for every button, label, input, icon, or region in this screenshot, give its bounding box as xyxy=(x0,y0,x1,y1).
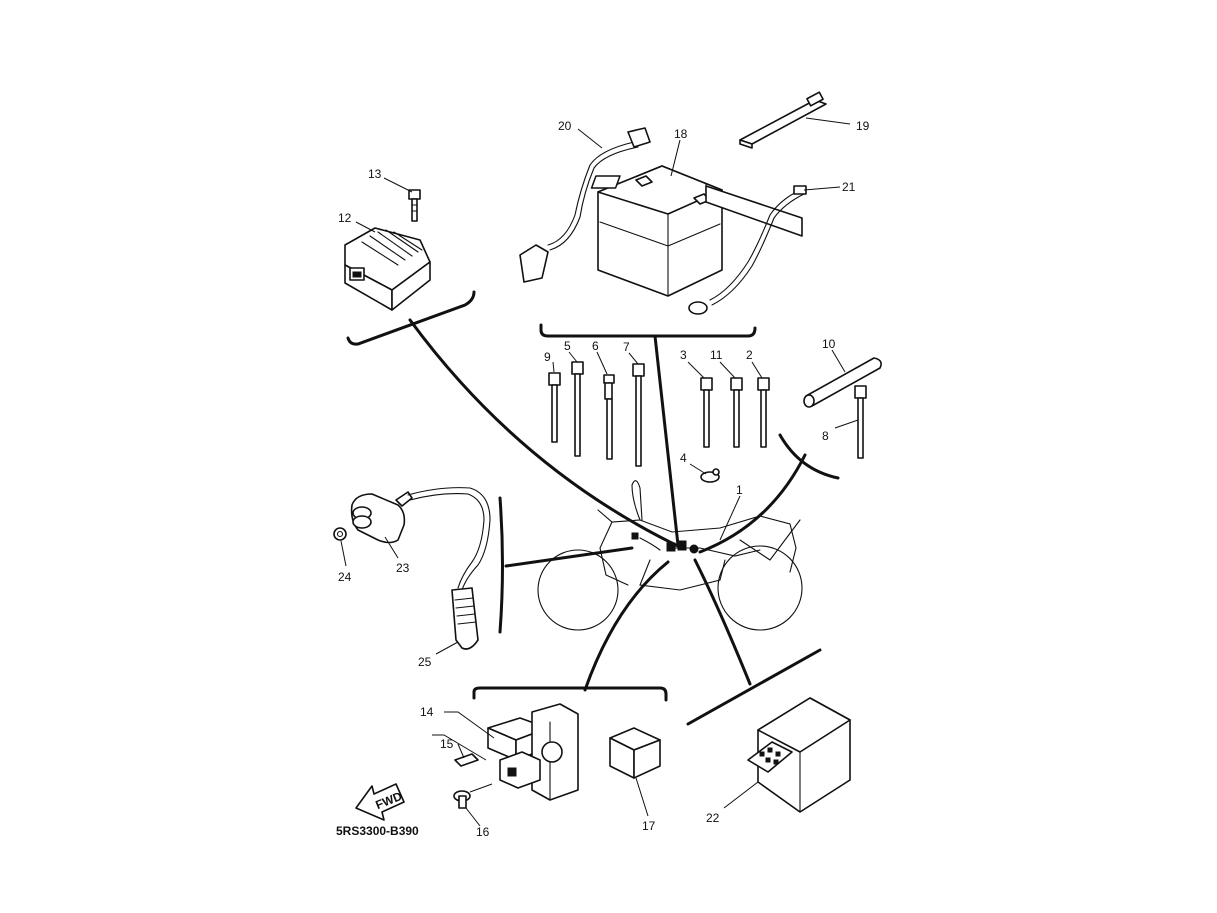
callout-14: 14 xyxy=(420,705,434,719)
callout-19: 19 xyxy=(856,119,870,133)
callout-8: 8 xyxy=(822,429,829,443)
callout-21: 21 xyxy=(842,180,856,194)
callout-18: 18 xyxy=(674,127,688,141)
callout-9: 9 xyxy=(544,350,551,364)
callout-17: 17 xyxy=(642,819,656,833)
group-brackets xyxy=(346,290,840,726)
regulator-rectifier xyxy=(344,227,431,311)
callout-13: 13 xyxy=(368,167,382,181)
callout-numbers: 1 2 3 4 5 6 7 8 9 10 11 12 13 14 15 16 1… xyxy=(338,119,870,839)
fwd-arrow-icon: FWD xyxy=(355,783,405,821)
fuse-15 xyxy=(454,753,479,767)
motorcycle-outline xyxy=(537,480,803,631)
callout-11: 11 xyxy=(710,348,723,362)
battery xyxy=(590,165,723,297)
callout-25: 25 xyxy=(418,655,432,669)
callout-4: 4 xyxy=(680,451,687,465)
callout-24: 24 xyxy=(338,570,352,584)
screw-24 xyxy=(333,527,347,541)
callout-23: 23 xyxy=(396,561,410,575)
callout-2: 2 xyxy=(746,348,753,362)
diagram-code: 5RS3300-B390 xyxy=(336,824,419,838)
bolt-16 xyxy=(453,783,493,809)
band-4 xyxy=(700,468,720,483)
battery-cable-positive xyxy=(688,185,807,315)
battery-band xyxy=(739,91,827,149)
callout-20: 20 xyxy=(558,119,572,133)
relay-17 xyxy=(609,727,661,779)
callout-12: 12 xyxy=(338,211,352,225)
callout-1: 1 xyxy=(736,483,743,497)
bolt-13 xyxy=(408,189,421,222)
cable-ties xyxy=(548,361,867,467)
callout-10: 10 xyxy=(822,337,836,351)
starter-relay xyxy=(487,703,579,801)
tube-10 xyxy=(803,357,882,408)
callout-3: 3 xyxy=(680,348,687,362)
ignition-coil xyxy=(350,487,491,591)
callout-22: 22 xyxy=(706,811,720,825)
battery-cable-negative xyxy=(519,127,651,283)
callout-5: 5 xyxy=(564,339,571,353)
spark-plug-cap xyxy=(451,587,479,650)
callout-7: 7 xyxy=(623,340,630,354)
leader-lines xyxy=(340,117,859,827)
cdi-unit xyxy=(747,697,851,813)
callout-16: 16 xyxy=(476,825,490,839)
callout-15: 15 xyxy=(440,737,454,751)
callout-6: 6 xyxy=(592,339,599,353)
